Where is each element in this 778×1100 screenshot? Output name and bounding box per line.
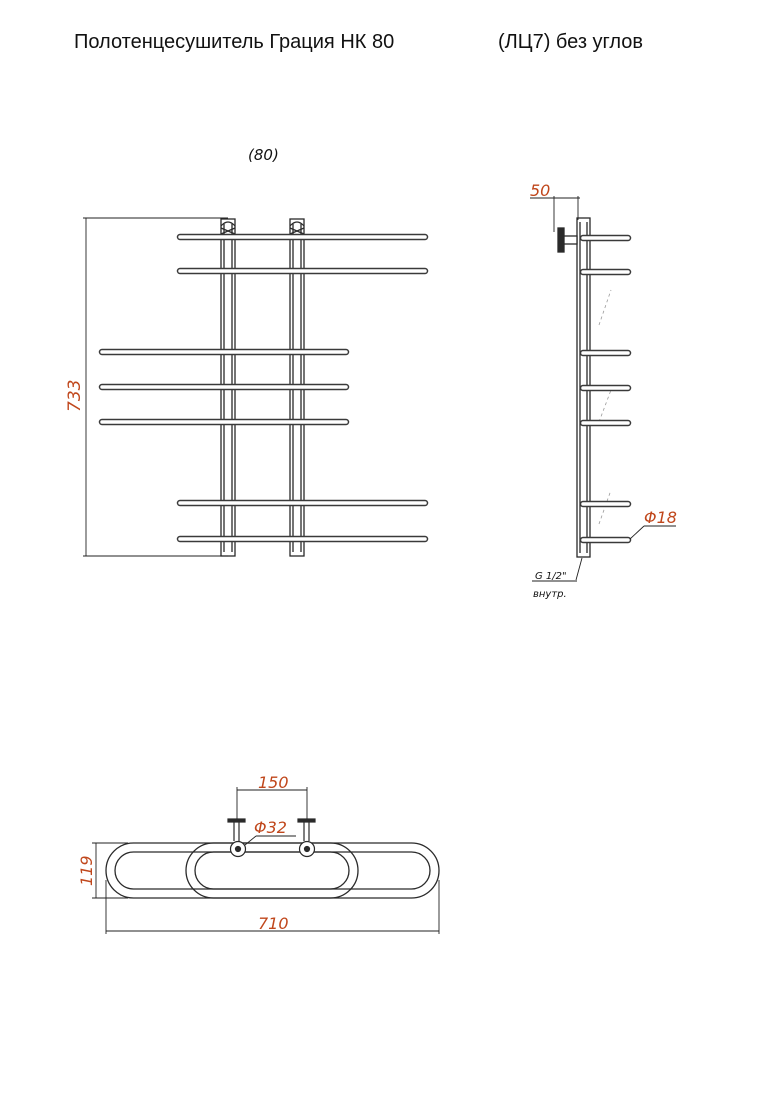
width-dimension — [105, 880, 440, 934]
drawing-title: Полотенцесушитель Грация НК 80 (ЛЦ7) без… — [0, 0, 778, 70]
size-label: (80) — [248, 146, 279, 164]
center-distance-value: 150 — [258, 773, 289, 792]
height-dimension — [83, 217, 228, 557]
depth-dimension — [92, 842, 128, 899]
thread-label: G 1/2" — [535, 571, 567, 582]
product-name: Полотенцесушитель Грация НК 80 — [74, 31, 395, 53]
bar-diameter-value: Φ18 — [644, 508, 677, 527]
left-connector — [227, 818, 247, 858]
product-variant: (ЛЦ7) без углов — [498, 31, 644, 53]
center-distance-dimension — [236, 787, 308, 819]
side-view: 50 Φ18 G 1/2" внутр. — [530, 181, 677, 600]
thread-note: внутр. — [533, 589, 567, 600]
offset-dimension — [530, 196, 580, 232]
top-outline — [105, 842, 440, 899]
pipe-diameter-leader — [244, 835, 296, 846]
top-view: 150 Φ32 119 710 — [77, 773, 440, 934]
diameter-leader — [629, 525, 676, 540]
wall-mount — [557, 227, 578, 253]
height-value: 733 — [65, 380, 85, 412]
depth-value: 119 — [77, 855, 96, 886]
width-value: 710 — [258, 914, 289, 933]
thread-leader — [532, 557, 583, 582]
front-view: (80) 733 — [65, 146, 429, 557]
pipe-diameter-value: Φ32 — [254, 818, 287, 837]
offset-value: 50 — [530, 181, 550, 200]
hidden-lines — [598, 289, 612, 525]
right-connector — [297, 818, 316, 858]
